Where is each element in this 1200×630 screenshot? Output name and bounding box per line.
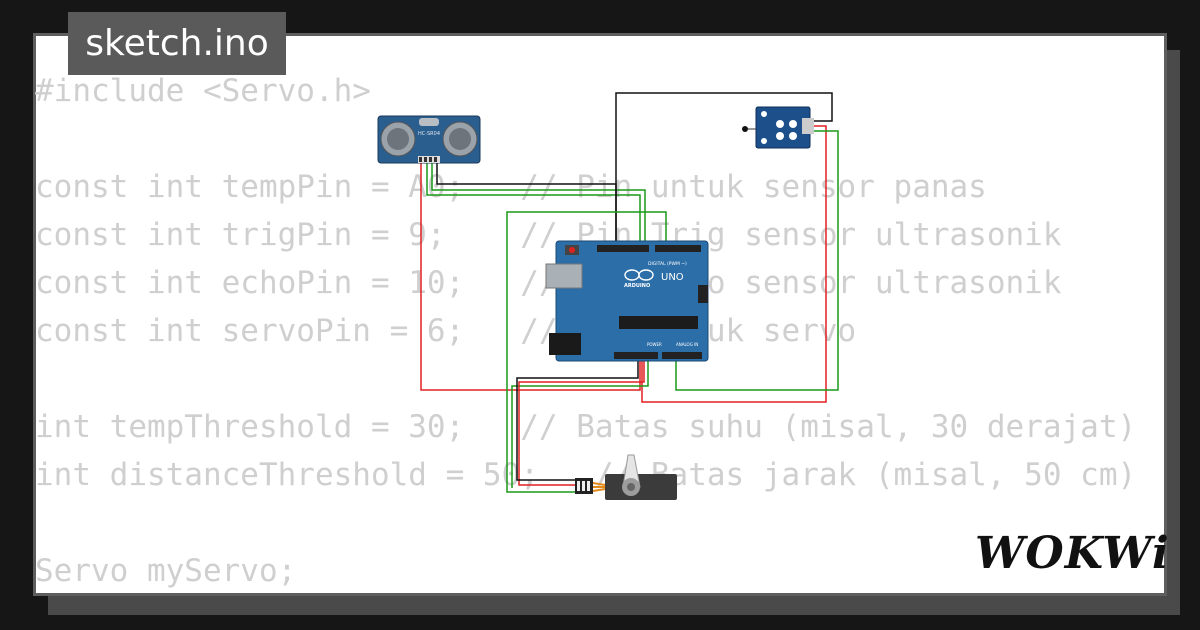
- wire-temp-vcc: [641, 125, 827, 403]
- arduino-model: UNO: [661, 272, 684, 283]
- wire-servo-signal-2: [511, 360, 649, 488]
- wire-ultrasonic-gnd: [436, 162, 617, 248]
- code-line: int tempThreshold = 30; // Batas suhu (m…: [35, 409, 1130, 445]
- code-line: const int tempPin = A0; // Pin untuk sen…: [35, 169, 987, 205]
- file-tab[interactable]: sketch.ino: [68, 12, 286, 75]
- wire-servo-signal: [506, 211, 667, 493]
- wire-temp-gnd: [615, 92, 833, 250]
- ultrasonic-label: HC-SR04: [418, 131, 440, 137]
- wokwi-logo: WOKWi: [975, 528, 1170, 579]
- wire-temp-signal: [675, 130, 839, 391]
- analog-label: ANALOG IN: [676, 342, 698, 347]
- code-line: int distanceThreshold = 50; // Batas jar…: [35, 457, 1130, 493]
- servo-motor[interactable]: [575, 454, 677, 500]
- arduino-uno[interactable]: DIGITAL (PWM ~) ARDUINO UNO POWER ANALOG…: [545, 240, 709, 362]
- wires: [420, 92, 839, 493]
- code-line: Servo myServo;: [35, 553, 297, 589]
- wire-ultrasonic-vcc: [420, 162, 641, 391]
- wire-ultrasonic-trig: [426, 162, 641, 248]
- power-label: POWER: [647, 342, 662, 347]
- code-line: const int trigPin = 9; // Pin Trig senso…: [35, 217, 1062, 253]
- wire-servo-gnd: [516, 360, 639, 481]
- wire-servo-vcc: [518, 360, 645, 486]
- temperature-sensor[interactable]: [742, 106, 814, 149]
- wire-ultrasonic-echo: [431, 162, 646, 248]
- digital-label: DIGITAL (PWM ~): [648, 261, 687, 267]
- code-line: #include <Servo.h>: [35, 73, 371, 109]
- ultrasonic-sensor[interactable]: HC-SR04: [377, 115, 481, 164]
- arduino-brand: ARDUINO: [624, 283, 650, 289]
